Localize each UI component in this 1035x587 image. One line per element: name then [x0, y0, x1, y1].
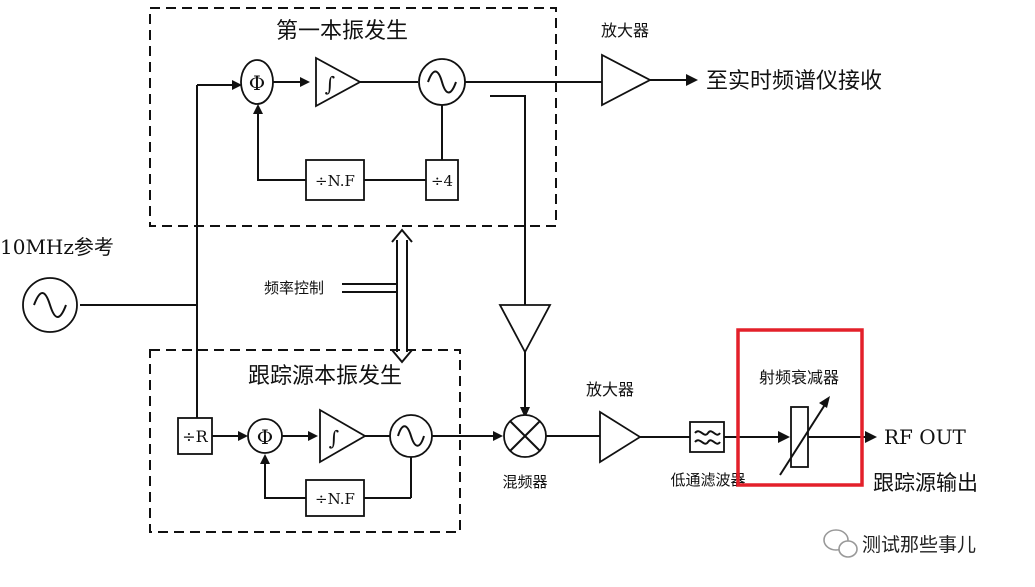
tracking-lo-title: 跟踪源本振发生 [248, 364, 402, 389]
integrator-bottom [319, 408, 367, 464]
tracking-output-label: 跟踪源输出 [873, 471, 978, 495]
arrow-icon [493, 431, 503, 441]
nf-to-phi-line [257, 112, 306, 181]
mixer-label: 混频器 [502, 473, 547, 491]
rf-out-label: RF OUT [884, 425, 967, 449]
freq-control-arrow-down [391, 349, 413, 364]
lpf-label: 低通滤波器 [670, 471, 745, 489]
ref-label: 10MHz参考 [0, 235, 114, 259]
freq-control-arrow-up [391, 228, 413, 243]
lpf-wave-icon-2 [694, 439, 721, 445]
attenuator-label: 射频衰减器 [759, 368, 839, 387]
lpf-wave-icon [694, 430, 721, 436]
phase-detector-top-label: Φ [249, 71, 265, 95]
arrow-icon [238, 431, 248, 441]
arrow-icon [232, 80, 242, 90]
integrator-bottom-label: ∫ [329, 426, 339, 450]
watermark-label: 测试那些事儿 [862, 534, 976, 556]
integrator-top-label: ∫ [325, 72, 335, 96]
first-lo-box [149, 7, 557, 227]
arrow-icon [778, 431, 790, 443]
arrow-icon [308, 431, 318, 441]
arrow-icon [300, 77, 310, 87]
lo-amplifier [498, 304, 552, 354]
nf-to-phi-bottom-line [264, 462, 306, 499]
spectrum-receive-label: 至实时频谱仪接收 [706, 69, 882, 94]
attenuator-adjust-arrow [779, 402, 827, 476]
amplifier-bottom [599, 410, 642, 464]
wechat-icon [823, 529, 858, 558]
sine-wave-icon [427, 70, 457, 94]
mixer-cross-2 [509, 420, 541, 452]
arrow-icon [253, 104, 263, 114]
arrow-icon [260, 454, 270, 464]
sine-wave-icon [33, 292, 67, 318]
divider-4 [425, 159, 459, 201]
tracking-lo-box [149, 349, 461, 533]
divider-4-label: ÷4 [431, 172, 453, 190]
amplifier-top-label: 放大器 [601, 21, 649, 40]
arrow-icon [520, 407, 530, 418]
divider-nf-top [305, 159, 365, 201]
lo-to-mixer-line [490, 95, 526, 305]
arrow-icon [865, 431, 877, 443]
amplifier-top [601, 53, 652, 107]
phase-detector-bottom-label: Φ [257, 425, 273, 449]
integrator-top [315, 56, 362, 108]
first-lo-title: 第一本振发生 [276, 19, 408, 44]
amplifier-bottom-label: 放大器 [586, 380, 634, 399]
low-pass-filter [689, 421, 725, 453]
divider-r-label: ÷R [182, 427, 208, 446]
divider-r [177, 417, 213, 455]
sine-wave-icon [397, 425, 425, 447]
divider-nf-top-label: ÷N.F [315, 172, 355, 190]
arrow-icon [686, 74, 698, 86]
arrow-icon [819, 396, 830, 408]
freq-control-label: 频率控制 [264, 279, 324, 297]
divider-nf-bottom-label: ÷N.F [315, 490, 355, 508]
attenuator-highlight-box [736, 328, 864, 487]
